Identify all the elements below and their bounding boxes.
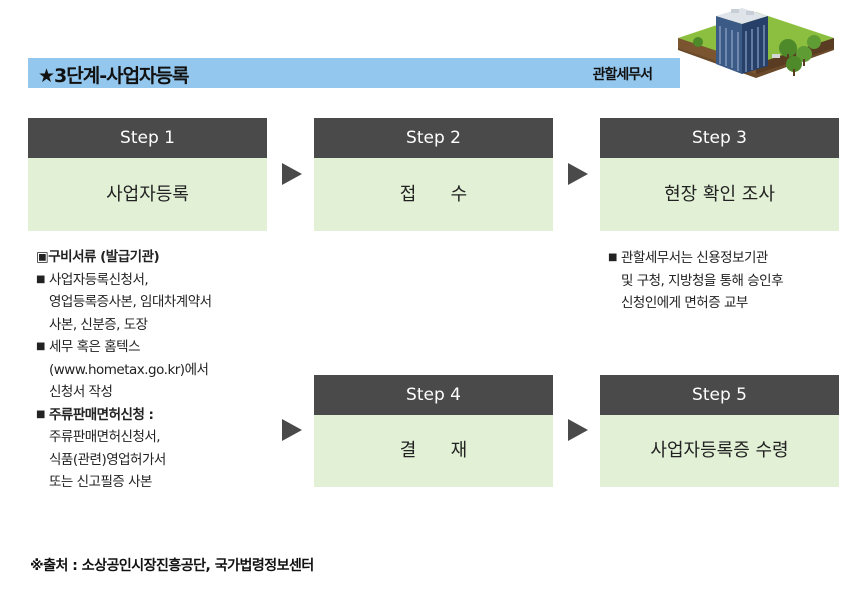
list-item: ■ 세무 혹은 홈텍스 bbox=[36, 336, 286, 359]
list-item: ■ 사업자등록신청서, bbox=[36, 269, 286, 292]
step-5-label: Step 5 bbox=[600, 375, 839, 415]
step-4: Step 4 결 재 bbox=[314, 375, 553, 487]
step-2-label: Step 2 bbox=[314, 118, 553, 158]
bullet-icon: ■ bbox=[36, 408, 45, 420]
step-4-desc: 결 재 bbox=[314, 415, 553, 487]
stage-title: ★3단계-사업자등록 bbox=[38, 65, 189, 87]
bullet-icon: ■ bbox=[608, 252, 617, 263]
step-3: Step 3 현장 확인 조사 bbox=[600, 118, 839, 231]
step-5-desc: 사업자등록증 수령 bbox=[600, 415, 839, 487]
bullet-icon: ■ bbox=[36, 273, 45, 285]
step-1-label: Step 1 bbox=[28, 118, 267, 158]
source-note: ※출처 : 소상공인시장진흥공단, 국가법령정보센터 bbox=[30, 558, 314, 574]
required-documents: ▣구비서류 (발급기관) ■ 사업자등록신청서, 영업등록증사본, 임대차계약서… bbox=[36, 246, 286, 494]
bullet-icon: ■ bbox=[36, 341, 45, 352]
arrow-right-icon bbox=[568, 163, 588, 185]
step-2: Step 2 접 수 bbox=[314, 118, 553, 231]
arrow-right-icon bbox=[282, 419, 302, 441]
list-item: ■ 주류판매면허신청 : bbox=[36, 404, 286, 427]
office-building-icon bbox=[678, 8, 834, 78]
step-3-label: Step 3 bbox=[600, 118, 839, 158]
step-2-desc: 접 수 bbox=[314, 158, 553, 231]
step-1-desc: 사업자등록 bbox=[28, 158, 267, 231]
documents-heading: ▣구비서류 (발급기관) bbox=[36, 249, 160, 265]
step-5: Step 5 사업자등록증 수령 bbox=[600, 375, 839, 487]
step-3-desc: 현장 확인 조사 bbox=[600, 158, 839, 231]
step-1: Step 1 사업자등록 bbox=[28, 118, 267, 231]
stage-banner: ★3단계-사업자등록 관할세무서 bbox=[28, 58, 680, 88]
tax-office-label: 관할세무서 bbox=[592, 67, 653, 83]
step-4-label: Step 4 bbox=[314, 375, 553, 415]
tax-office-note: ■ 관할세무서는 신용정보기관 및 구청, 지방청을 통해 승인후 신청인에게 … bbox=[608, 247, 844, 315]
arrow-right-icon bbox=[568, 419, 588, 441]
arrow-right-icon bbox=[282, 163, 302, 185]
